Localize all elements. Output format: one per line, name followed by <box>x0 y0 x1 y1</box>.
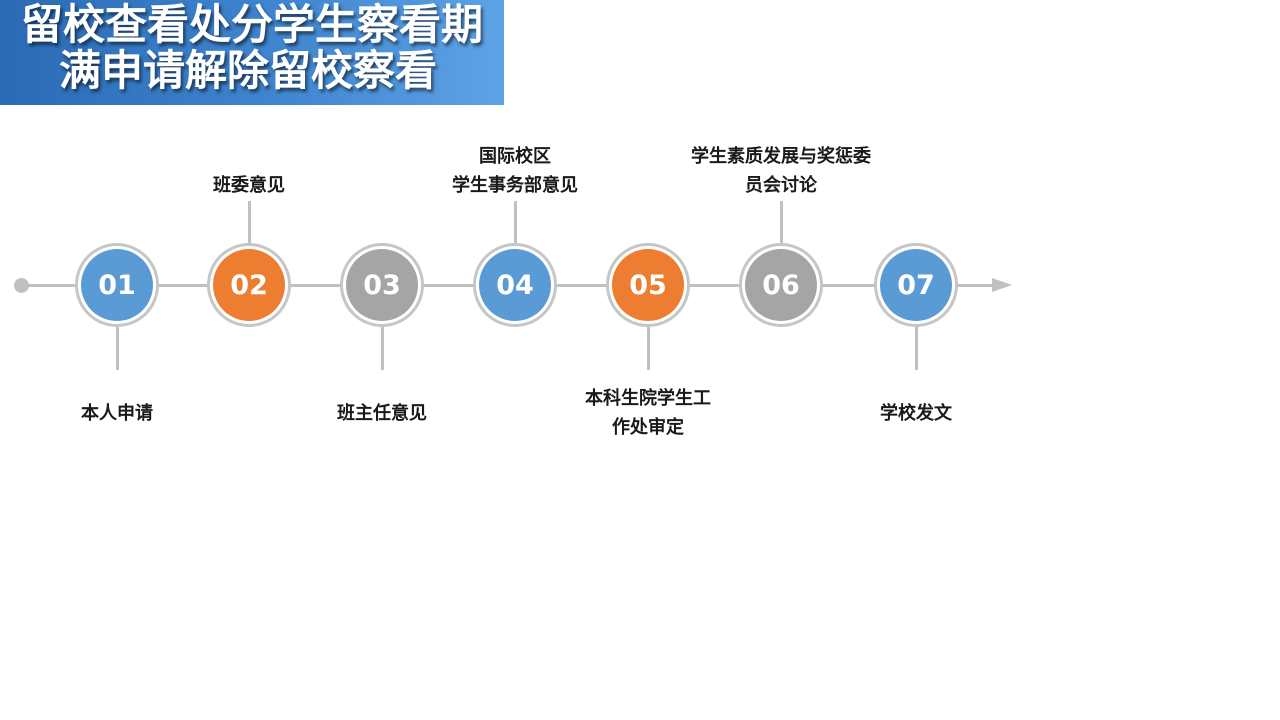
step-number-circle: 01 <box>81 249 153 321</box>
step-label-line: 学生素质发展与奖惩委 <box>691 146 871 167</box>
timeline-arrow-icon <box>992 278 1012 292</box>
step-number-circle: 07 <box>880 249 952 321</box>
step-ring: 02 <box>207 243 291 327</box>
step-label-line: 员会讨论 <box>745 175 817 196</box>
step-connector <box>116 327 119 370</box>
step-label: 本科生院学生工 作处审定 <box>538 384 758 442</box>
step-label: 班委意见 <box>139 171 359 200</box>
step-label-line: 班委意见 <box>213 175 285 196</box>
step-ring: 03 <box>340 243 424 327</box>
timeline-start-dot <box>14 278 29 293</box>
step-number-circle: 03 <box>346 249 418 321</box>
step-connector <box>248 201 251 243</box>
step-label-line: 学校发文 <box>880 403 952 424</box>
step-ring: 01 <box>75 243 159 327</box>
step-label-line: 班主任意见 <box>337 403 427 424</box>
step-label: 学生素质发展与奖惩委 员会讨论 <box>671 142 891 200</box>
step-label: 国际校区 学生事务部意见 <box>405 142 625 200</box>
step-label: 班主任意见 <box>272 399 492 428</box>
step-number-circle: 06 <box>745 249 817 321</box>
title-line-1: 留校查看处分学生察看期 <box>20 0 483 49</box>
step-connector <box>647 327 650 370</box>
title-banner: 留校查看处分学生察看期 满申请解除留校察看 <box>0 0 504 105</box>
step-ring: 05 <box>606 243 690 327</box>
title-line-2: 满申请解除留校察看 <box>58 46 437 95</box>
step-connector <box>780 201 783 243</box>
step-label-line: 本人申请 <box>81 403 153 424</box>
step-connector <box>514 201 517 243</box>
step-label-line: 作处审定 <box>612 417 684 438</box>
step-label: 本人申请 <box>7 399 227 428</box>
step-label-line: 国际校区 <box>479 146 551 167</box>
step-connector <box>915 327 918 370</box>
step-connector <box>381 327 384 370</box>
step-label: 学校发文 <box>806 399 1026 428</box>
step-ring: 06 <box>739 243 823 327</box>
step-number-circle: 05 <box>612 249 684 321</box>
step-number-circle: 02 <box>213 249 285 321</box>
step-ring: 07 <box>874 243 958 327</box>
step-number-circle: 04 <box>479 249 551 321</box>
step-label-line: 学生事务部意见 <box>452 175 578 196</box>
step-ring: 04 <box>473 243 557 327</box>
step-label-line: 本科生院学生工 <box>585 388 711 409</box>
